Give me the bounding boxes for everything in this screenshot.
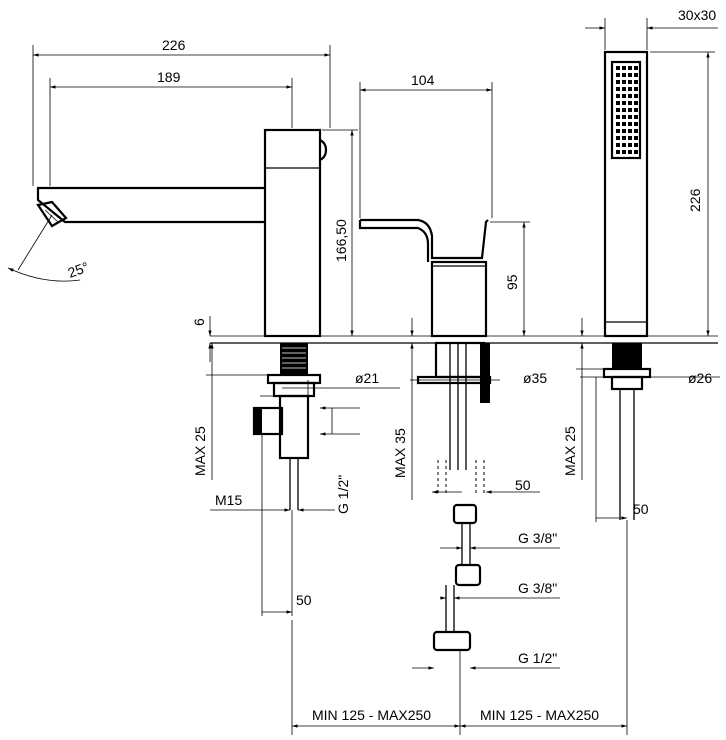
- shower-nozzle: [634, 66, 638, 70]
- shower-nozzle: [622, 108, 626, 112]
- label-thread-g12-left: G 1/2": [335, 475, 351, 514]
- label-dia-21: ø21: [355, 370, 379, 386]
- hand-shower: [602, 50, 652, 520]
- shower-nozzle: [628, 136, 632, 140]
- shower-nozzle: [622, 80, 626, 84]
- shower-nozzle: [616, 66, 620, 70]
- shower-nozzle: [628, 80, 632, 84]
- shower-nozzle: [616, 150, 620, 154]
- label-height-95: 95: [504, 274, 520, 290]
- shower-nozzle: [622, 87, 626, 91]
- label-width-226: 226: [162, 37, 186, 53]
- spout-body: [36, 128, 328, 510]
- shower-nozzle: [622, 94, 626, 98]
- label-angle-25: 25°: [66, 259, 91, 281]
- label-dia-26: ø26: [688, 370, 712, 386]
- dimension-lines: [7, 18, 720, 735]
- shower-nozzle: [628, 143, 632, 147]
- shower-nozzle: [622, 150, 626, 154]
- label-max35-mid: MAX 35: [392, 428, 408, 478]
- label-dist-50-right: 50: [633, 501, 649, 517]
- shower-nozzle: [622, 66, 626, 70]
- shower-nozzle: [616, 73, 620, 77]
- mixer-body: [358, 218, 492, 652]
- label-dist-50-mid: 50: [515, 477, 531, 493]
- label-height-166-50: 166,50: [333, 219, 349, 262]
- label-dia-35: ø35: [523, 370, 547, 386]
- shower-nozzle: [622, 143, 626, 147]
- shower-nozzle: [634, 143, 638, 147]
- shower-nozzle: [616, 94, 620, 98]
- shower-nozzle: [622, 122, 626, 126]
- shower-nozzle: [616, 129, 620, 133]
- shower-nozzle: [628, 73, 632, 77]
- shower-nozzle: [622, 115, 626, 119]
- label-thread-m15: M15: [215, 492, 242, 508]
- shower-nozzle: [634, 101, 638, 105]
- shower-nozzle: [616, 101, 620, 105]
- shower-nozzle: [622, 136, 626, 140]
- shower-nozzle: [634, 150, 638, 154]
- shower-nozzle: [616, 136, 620, 140]
- shower-nozzle: [634, 136, 638, 140]
- shower-nozzle: [634, 73, 638, 77]
- shower-nozzle: [616, 143, 620, 147]
- label-max25-right: MAX 25: [562, 426, 578, 476]
- shower-nozzle: [616, 115, 620, 119]
- shower-nozzle: [628, 101, 632, 105]
- shower-nozzle: [634, 115, 638, 119]
- shower-nozzle: [628, 115, 632, 119]
- shower-nozzle: [628, 150, 632, 154]
- label-thread-g38-b: G 3/8": [518, 580, 557, 596]
- shower-nozzle: [628, 94, 632, 98]
- shower-nozzle: [634, 108, 638, 112]
- label-thread-g12-bottom: G 1/2": [518, 650, 557, 666]
- label-spacing-right: MIN 125 - MAX250: [480, 707, 599, 723]
- shower-nozzle: [616, 108, 620, 112]
- shower-nozzle: [634, 94, 638, 98]
- label-width-104: 104: [411, 72, 435, 88]
- shower-nozzle: [634, 122, 638, 126]
- label-height-226: 226: [687, 188, 703, 212]
- shower-nozzle: [628, 66, 632, 70]
- label-size-30x30: 30x30: [678, 7, 716, 23]
- shower-nozzle: [634, 87, 638, 91]
- shower-nozzle: [628, 122, 632, 126]
- shower-nozzle: [616, 87, 620, 91]
- shower-nozzle: [622, 73, 626, 77]
- shower-nozzle: [622, 129, 626, 133]
- shower-nozzle: [634, 80, 638, 84]
- label-spacing-left: MIN 125 - MAX250: [312, 707, 431, 723]
- shower-nozzle: [628, 108, 632, 112]
- shower-nozzle: [616, 122, 620, 126]
- shower-nozzle: [634, 129, 638, 133]
- label-width-189: 189: [157, 69, 181, 85]
- label-max25-left: MAX 25: [192, 426, 208, 476]
- shower-nozzle: [628, 87, 632, 91]
- shower-nozzle: [628, 129, 632, 133]
- label-dist-50-left: 50: [296, 592, 312, 608]
- label-deck-6: 6: [191, 318, 207, 326]
- shower-nozzle: [622, 101, 626, 105]
- dimension-texts: 226 189 104 30x30 226 166,50 95 25° 6 ø2…: [66, 7, 717, 723]
- label-thread-g38-a: G 3/8": [518, 530, 557, 546]
- shower-nozzle: [616, 80, 620, 84]
